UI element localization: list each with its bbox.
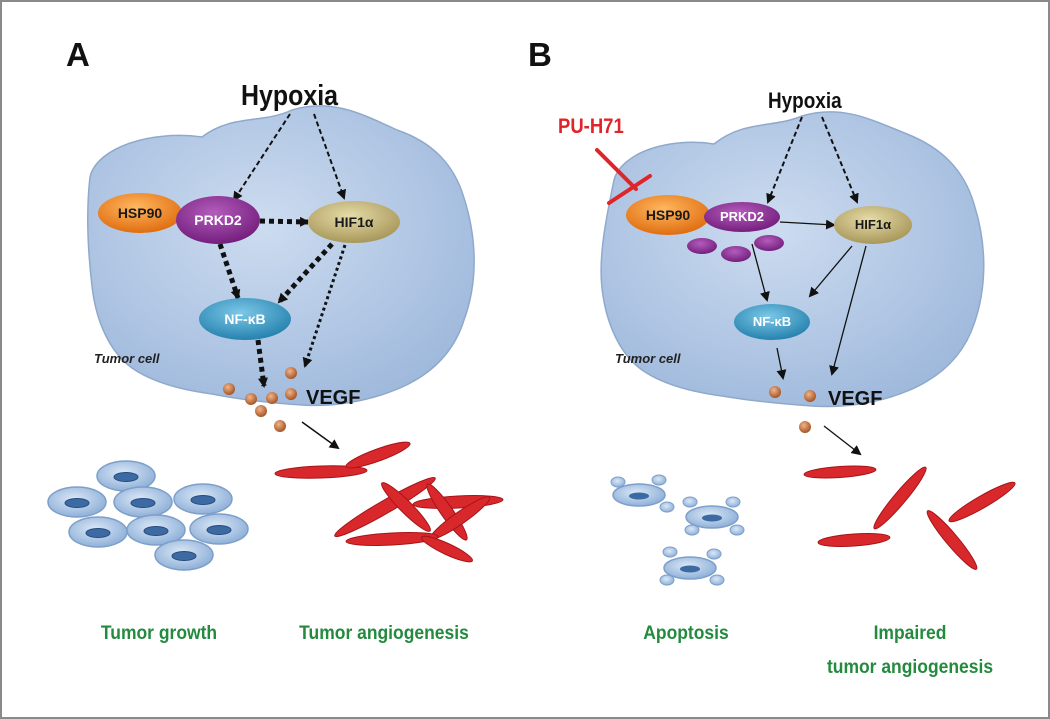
nfkb-label-b: NF-κB: [752, 314, 792, 329]
outcome-tumor-angiogenesis: Tumor angiogenesis: [299, 623, 469, 644]
panel-a-letter: A: [66, 36, 90, 73]
tumor-cell-label-b: Tumor cell: [615, 351, 681, 366]
hsp90-label-a: HSP90: [117, 205, 163, 221]
prkd2-label-a: PRKD2: [194, 212, 242, 228]
pathway-arrows-b: [751, 116, 867, 456]
arrow-hif1a-nfkb-a: [277, 242, 334, 304]
arrow-nfkb-vegf-b: [776, 347, 787, 380]
vegf-particles-b: [769, 386, 816, 433]
hypoxia-label-b: Hypoxia: [768, 88, 842, 113]
vegf-label-b: VEGF: [828, 388, 883, 410]
hif1a-node-a: [308, 201, 400, 243]
arrow-nfkb-vegf-a: [255, 339, 268, 388]
arrow-hypoxia-prkd2-a: [232, 113, 291, 202]
outcome-impaired-line1: Impaired: [873, 623, 947, 644]
blood-vessels-a: [274, 441, 504, 563]
nfkb-node-b: [734, 304, 810, 340]
hypoxia-label-a: Hypoxia: [241, 80, 339, 112]
nfkb-node-a: [199, 298, 291, 340]
hif1a-node-b: [834, 206, 912, 244]
pathway-arrows-a: [217, 113, 347, 450]
pu-h71-inhibitor-symbol: [595, 148, 652, 205]
tumor-cell-label-a: Tumor cell: [94, 351, 160, 366]
arrow-hypoxia-prkd2-b: [766, 116, 803, 204]
tumor-cell-membrane-a: [87, 105, 475, 407]
arrow-vegf-vessels-a: [301, 421, 340, 450]
outcome-impaired-line2: tumor angiogenesis: [826, 657, 994, 678]
hsp90-node-a: [98, 193, 182, 233]
arrow-prkd2-hif1a-a: [259, 216, 310, 227]
hsp90-node-b: [626, 195, 710, 235]
arrow-hypoxia-hif1a-b: [821, 116, 859, 204]
arrow-prkd2-hif1a-b: [779, 219, 836, 230]
arrow-hif1a-nfkb-b: [808, 245, 853, 298]
arrow-prkd2-nfkb-a: [217, 243, 241, 300]
blood-vessels-b: [803, 465, 1016, 570]
vegf-particles-a: [223, 367, 297, 432]
prkd2-degraded-fragments: [687, 235, 784, 262]
arrow-vegf-vessels-b: [823, 425, 862, 456]
prkd2-node-a: [176, 196, 260, 244]
hsp90-label-b: HSP90: [645, 207, 691, 223]
outcome-apoptosis: Apoptosis: [643, 623, 729, 644]
prkd2-node-b: [704, 202, 780, 232]
vegf-label-a: VEGF: [306, 387, 361, 409]
panel-b-letter: B: [528, 36, 552, 73]
nfkb-label-a: NF-κB: [224, 311, 266, 327]
tumor-cell-membrane-b: [600, 111, 985, 408]
arrow-hif1a-vegf-b: [829, 245, 867, 376]
hif1a-label-a: HIF1α: [334, 214, 374, 230]
apoptotic-cells: [610, 474, 745, 586]
arrow-prkd2-nfkb-b: [751, 243, 770, 302]
prkd2-label-b: PRKD2: [719, 209, 765, 224]
tumor-growth-cells: [47, 460, 249, 571]
arrow-hypoxia-hif1a-a: [313, 113, 347, 200]
pu-h71-label: PU-H71: [558, 115, 624, 138]
outcome-tumor-growth: Tumor growth: [100, 623, 218, 644]
hif1a-label-b: HIF1α: [854, 217, 892, 232]
